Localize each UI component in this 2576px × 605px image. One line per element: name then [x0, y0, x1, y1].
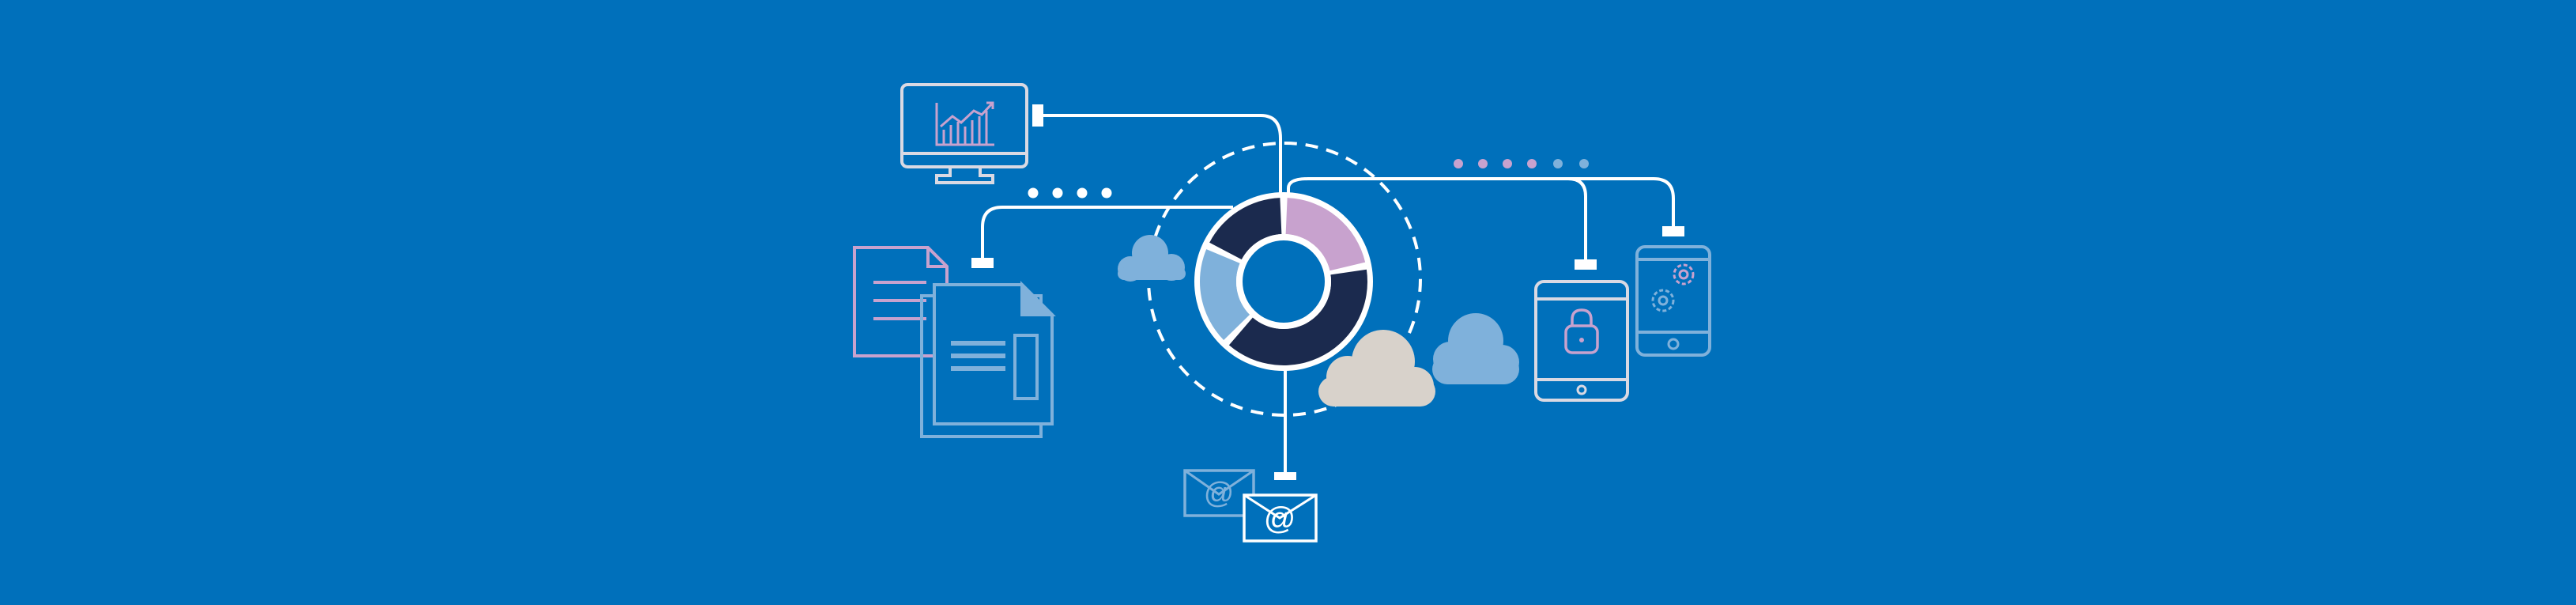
connector-caps — [971, 104, 1684, 480]
email-icon: @ — [1243, 493, 1318, 543]
donut-chart — [1194, 192, 1373, 371]
tablet-lock-icon — [1534, 280, 1629, 402]
bar-chart-icon — [935, 101, 994, 146]
email-icon-back: @ — [1183, 469, 1255, 517]
gear-icon — [1673, 263, 1695, 285]
donut-segment-navy-large — [1228, 269, 1367, 366]
cloud-icon — [1318, 330, 1435, 406]
donut-segment-navy-small — [1209, 198, 1282, 260]
at-symbol: @ — [1264, 501, 1296, 536]
lock-icon — [1564, 308, 1599, 354]
donut-segment-lilac — [1285, 198, 1366, 271]
gear-icon — [1651, 289, 1675, 312]
at-symbol: @ — [1204, 477, 1235, 510]
donut-segment-light-blue — [1200, 249, 1250, 341]
donut-segments — [1200, 198, 1367, 366]
monitor-chart-icon — [900, 83, 1028, 184]
connector-lines — [981, 114, 1675, 475]
cloud-icon — [1118, 235, 1186, 282]
dot-row-right — [1454, 159, 1589, 168]
dot-row-left — [1028, 187, 1112, 199]
phone-gears-icon — [1635, 245, 1711, 357]
cloud-icon — [1432, 313, 1519, 384]
documents-icon — [853, 246, 1056, 438]
